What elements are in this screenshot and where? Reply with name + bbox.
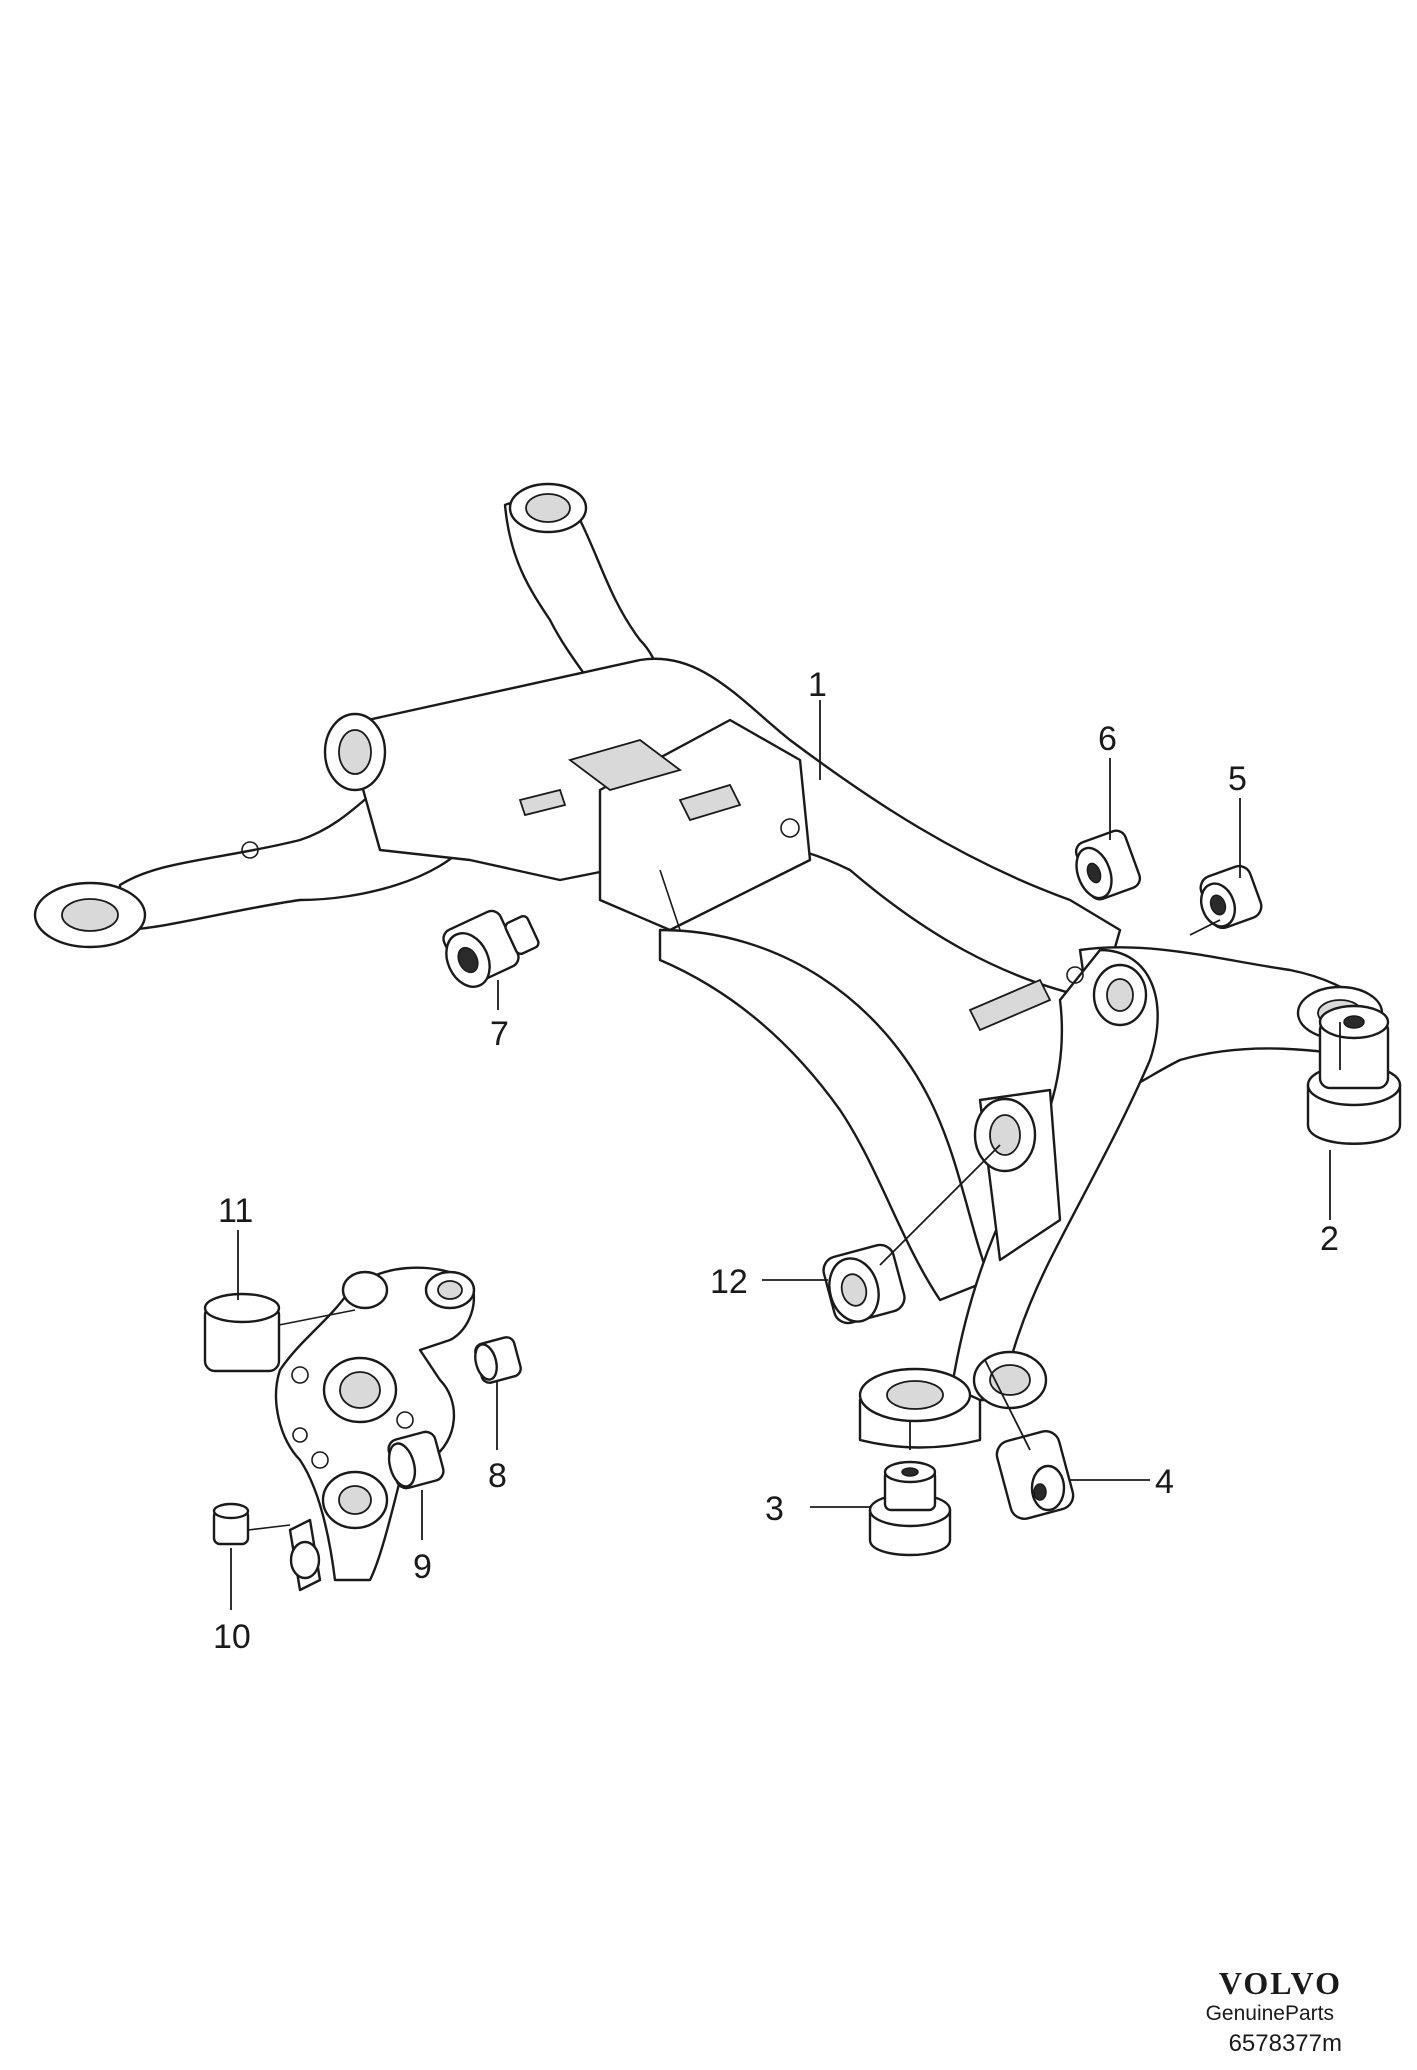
bushing-3 [868,1460,952,1557]
genuine-parts-label: GenuineParts [1205,2002,1334,2025]
bushing-10 [212,1502,291,1546]
bushing-9 [387,1430,445,1490]
callout-2: 2 [1320,1220,1339,1258]
bushing-11 [203,1292,356,1373]
callout-4: 4 [1155,1463,1174,1501]
wheel-carrier-knuckle [274,1266,476,1592]
bushing-5 [1199,864,1263,930]
callout-5: 5 [1228,760,1247,798]
bushing-2 [1306,1004,1402,1145]
bushing-7 [442,909,540,988]
bushing-8 [474,1336,522,1384]
rear-subframe [33,482,1384,1449]
callout-3: 3 [765,1490,784,1528]
callout-labels: 1 2 3 4 5 6 7 8 9 10 11 12 [213,666,1339,1656]
volvo-logo: VOLVO [1218,1965,1342,2001]
callout-1: 1 [808,666,827,704]
callout-12: 12 [710,1263,748,1301]
callout-9: 9 [413,1548,432,1586]
bushing-4 [995,1430,1075,1520]
callout-10: 10 [213,1618,251,1656]
callout-8: 8 [488,1457,507,1495]
leader-lines [230,700,1341,1610]
callout-6: 6 [1098,720,1117,758]
callout-11: 11 [218,1192,253,1230]
diagram-code: 6578377m [1228,2030,1342,2057]
bushing-12 [822,1243,906,1325]
bushing-6 [1074,829,1142,901]
callout-7: 7 [490,1015,509,1053]
